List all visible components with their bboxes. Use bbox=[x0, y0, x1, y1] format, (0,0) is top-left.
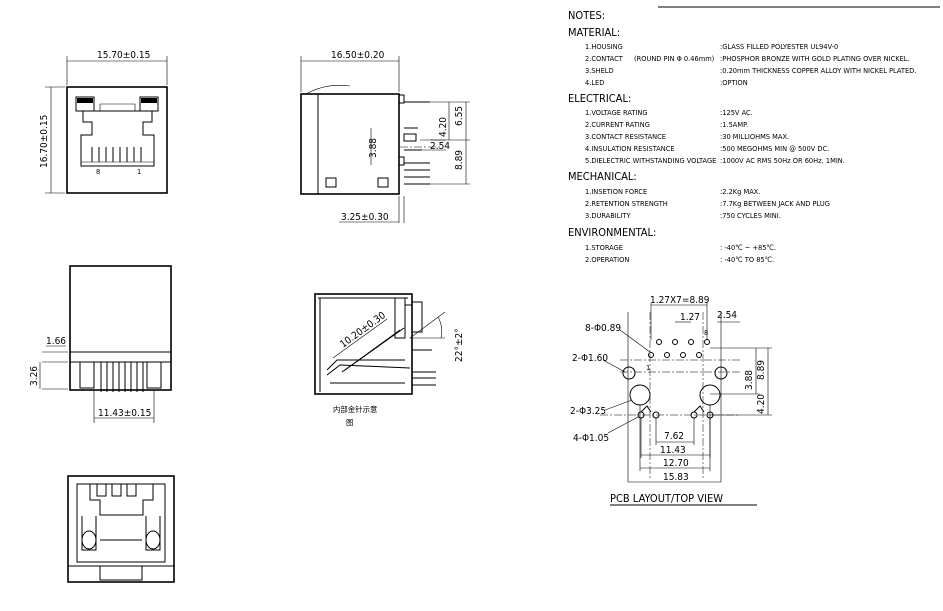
note-value: :30 MILLIOHMS MAX. bbox=[720, 132, 789, 141]
front-pin-8-label: 8 bbox=[96, 167, 100, 176]
note-value: :1.5AMP. bbox=[720, 120, 748, 129]
pcb-title: PCB LAYOUT/TOP VIEW bbox=[610, 492, 723, 505]
side-dim-388: 3.88 bbox=[368, 138, 379, 158]
note-value: :750 CYCLES MINI. bbox=[720, 211, 781, 220]
note-label: 4.LED bbox=[585, 78, 604, 87]
front-height-dim: 16.70±0.15 bbox=[39, 115, 50, 168]
note-extra: (ROUND PIN Φ 0.46mm) bbox=[634, 54, 715, 63]
note-label: 5.DIELECTRIC WITHSTANDING VOLTAGE bbox=[585, 156, 716, 165]
pcb-pitch-dim: 1.27X7=8.89 bbox=[650, 295, 710, 306]
side-bottom-dim: 3.25±0.30 bbox=[341, 212, 389, 223]
note-label: 3.SHELD bbox=[585, 66, 614, 75]
section-view: 10.20±0.30 22°±2° 内部金针示意 图 bbox=[314, 293, 465, 427]
section-caption-1: 内部金针示意 bbox=[333, 405, 377, 414]
pcb-dim-1143: 11.43 bbox=[660, 445, 686, 456]
note-label: 2.RETENTION STRENGTH bbox=[585, 199, 668, 208]
side-dim-254: 2.54 bbox=[430, 141, 450, 152]
pcb-hole-1-60-a bbox=[622, 366, 636, 380]
section-angle-dim: 22°±2° bbox=[454, 328, 465, 362]
pcb-dim-127: 1.27 bbox=[680, 312, 700, 323]
notes-block: NOTES: MATERIAL: 1.HOUSING :GLASS FILLED… bbox=[568, 6, 940, 264]
front-width-dim: 15.70±0.15 bbox=[97, 50, 150, 61]
rear-width-dim: 11.43±0.15 bbox=[98, 408, 151, 419]
note-label: 2.CURRENT RATING bbox=[585, 120, 650, 129]
pcb-signal-holes bbox=[648, 339, 710, 358]
pcb-hole-3-25-a bbox=[629, 384, 651, 406]
note-label: 2.CONTACT bbox=[585, 54, 624, 63]
pcb-dim-388: 3.88 bbox=[744, 370, 755, 390]
note-value: : -40℃ TO 85℃. bbox=[720, 255, 774, 264]
rear-dim-326: 3.26 bbox=[29, 366, 40, 386]
section-caption-2: 图 bbox=[346, 418, 353, 427]
note-label: 1.VOLTAGE RATING bbox=[585, 108, 647, 117]
pcb-dim-1270: 12.70 bbox=[663, 458, 689, 469]
note-value: :GLASS FILLED POLYESTER UL94V-0 bbox=[720, 42, 838, 51]
front-contacts bbox=[91, 147, 142, 162]
note-value: : -40℃ ~ +85℃. bbox=[720, 243, 776, 252]
note-label: 3.DURABILITY bbox=[585, 211, 631, 220]
bottom-view bbox=[67, 475, 175, 583]
pcb-dim-762: 7.62 bbox=[664, 431, 684, 442]
note-label: 1.STORAGE bbox=[585, 243, 623, 252]
pcb-dim-1583: 15.83 bbox=[663, 472, 689, 483]
electrical-heading: ELECTRICAL: bbox=[568, 92, 631, 105]
pcb-holes-2a-label: 2-Φ1.60 bbox=[572, 353, 608, 364]
pcb-layout: 1 8 1.27X7=8.89 1.27 2.54 8-Φ0.89 2-Φ1.6… bbox=[570, 295, 772, 506]
note-label: 3.CONTACT RESISTANCE bbox=[585, 132, 666, 141]
pcb-holes-4-label: 4-Φ1.05 bbox=[573, 433, 609, 444]
note-value: :0.20mm THICKNESS COPPER ALLOY WITH NICK… bbox=[720, 66, 916, 75]
notes-title: NOTES: bbox=[568, 9, 605, 22]
front-pin-1-label: 1 bbox=[137, 167, 141, 176]
note-value: :1000V AC RMS 50Hz OR 60Hz. 1MIN. bbox=[720, 156, 845, 165]
pcb-dim-420: 4.20 bbox=[756, 394, 767, 414]
pcb-holes-8-label: 8-Φ0.89 bbox=[585, 323, 621, 334]
note-value: :OPTION bbox=[720, 78, 748, 87]
side-dim-420: 4.20 bbox=[438, 117, 449, 137]
note-value: :7.7Kg BETWEEN JACK AND PLUG bbox=[720, 199, 830, 208]
side-dim-655: 6.55 bbox=[454, 106, 465, 126]
side-length-dim: 16.50±0.20 bbox=[331, 50, 385, 61]
pcb-pin8-label: 8 bbox=[704, 328, 708, 337]
pcb-dim-889: 8.89 bbox=[756, 360, 767, 380]
note-label: 1.HOUSING bbox=[585, 42, 623, 51]
mechanical-heading: MECHANICAL: bbox=[568, 170, 637, 183]
pcb-pin1-label: 1 bbox=[646, 363, 650, 372]
front-view: 8 1 15.70±0.15 16.70±0.15 bbox=[39, 50, 168, 194]
side-dim-889: 8.89 bbox=[454, 150, 465, 170]
note-label: 1.INSETION FORCE bbox=[585, 187, 647, 196]
pcb-hole-1-60-b bbox=[714, 366, 728, 380]
material-heading: MATERIAL: bbox=[568, 26, 620, 39]
pcb-holes-2b-label: 2-Φ3.25 bbox=[570, 406, 606, 417]
note-value: :500 MEGOHMS MIN @ 500V DC. bbox=[720, 144, 829, 153]
pcb-hole-3-25-b bbox=[699, 384, 721, 406]
note-label: 2.OPERATION bbox=[585, 255, 629, 264]
note-value: :125V AC. bbox=[720, 108, 753, 117]
note-label: 4.INSULATION RESISTANCE bbox=[585, 144, 675, 153]
note-value: :PHOSPHOR BRONZE WITH GOLD PLATING OVER … bbox=[720, 54, 910, 63]
environmental-heading: ENVIRONMENTAL: bbox=[568, 226, 656, 239]
rear-view: 1.66 3.26 11.43±0.15 bbox=[29, 265, 172, 423]
rear-pins bbox=[79, 361, 162, 392]
note-value: :2.2Kg MAX. bbox=[720, 187, 760, 196]
side-view: 16.50±0.20 4.20 6.55 8.89 3.88 2.54 3.25… bbox=[300, 50, 470, 223]
pcb-dim-254: 2.54 bbox=[717, 310, 737, 321]
rear-dim-166: 1.66 bbox=[46, 336, 66, 347]
